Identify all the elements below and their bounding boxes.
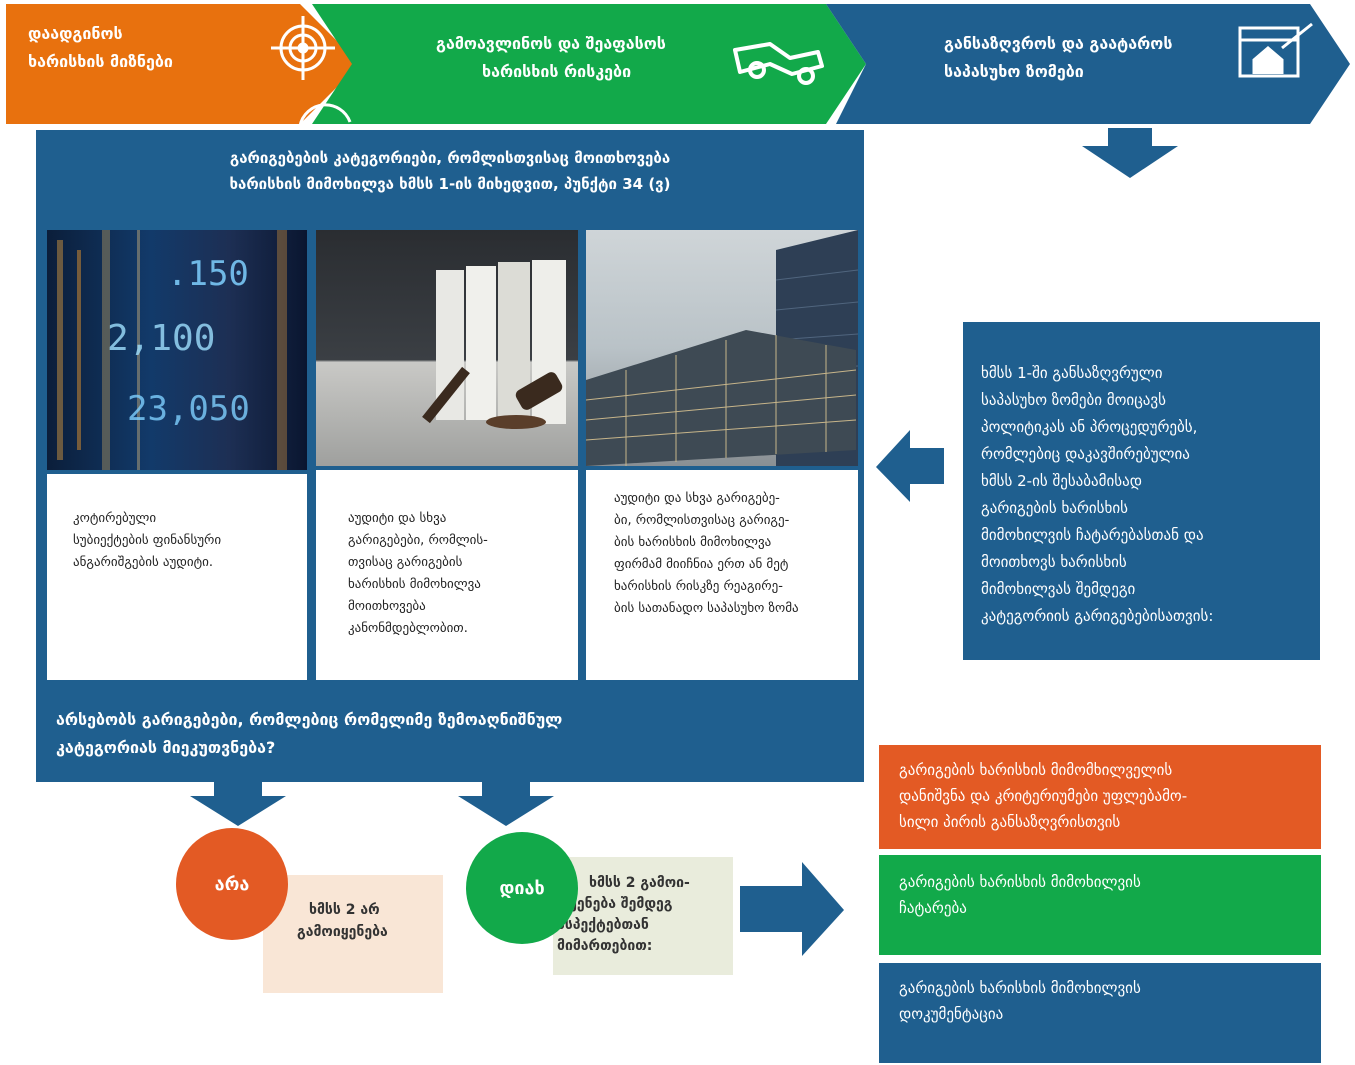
- house-chart-icon: [1238, 22, 1313, 78]
- yes-text-line: ყენება შემდეგ: [569, 896, 673, 912]
- outcome-2-line: ჩატარება: [899, 899, 967, 917]
- scope-line: ხმსს 2-ის შესაბამისად: [981, 472, 1142, 490]
- svg-text:23,050: 23,050: [127, 389, 250, 429]
- target-icon-faded: [298, 103, 352, 127]
- scope-line: საპასუხო ზომები მოიცავს: [981, 391, 1166, 409]
- card-3-line: ხარისხის რისკზე რეაგირე-: [614, 579, 783, 594]
- category-card-1: კოტირებული სუბიექტების ფინანსური ანგარიშ…: [47, 474, 307, 680]
- card-2-line: გარიგებები, რომლის-: [348, 533, 488, 548]
- binoculars-icon: [733, 42, 824, 85]
- question-line-2: კატეგორიას მიეკუთვნება?: [56, 738, 276, 757]
- no-label: არა: [214, 873, 250, 895]
- card-3-line: ბი, რომლისთვისაც გარიგე-: [614, 513, 790, 528]
- no-text-line-2: გამოიყენება: [297, 924, 388, 940]
- card-1-line: კოტირებული: [73, 511, 157, 526]
- step-1-line-2: ხარისხის მიზნები: [28, 52, 173, 71]
- step-2-line-2: ხარისხის რისკები: [482, 62, 632, 81]
- scope-line: კატეგორიის გარიგებებისათვის:: [981, 607, 1214, 625]
- outcome-1-line: სილი პირის განსაზღვრისთვის: [899, 813, 1121, 831]
- process-banner: [6, 4, 1350, 127]
- right-arrow-icon: [740, 862, 844, 956]
- outcome-2-line: გარიგების ხარისხის მიმოხილვის: [899, 873, 1141, 891]
- categories-title-line-2: ხარისხის მიმოხილვა ხმსს 1-ის მიხედვით, პ…: [229, 175, 671, 193]
- outcome-performing-review: გარიგების ხარისხის მიმოხილვის ჩატარება: [879, 855, 1321, 955]
- outcome-3-line: დოკუმენტაცია: [899, 1005, 1004, 1023]
- card-2-line: აუდიტი და სხვა: [348, 511, 447, 526]
- step-3-shape: [826, 4, 1350, 124]
- card-2-line: თვისაც გარიგების: [348, 555, 463, 570]
- card-2-line: ხარისხის მიმოხილვა: [348, 577, 481, 592]
- scope-line: რომლებიც დაკავშირებულია: [981, 445, 1190, 463]
- category-card-3: აუდიტი და სხვა გარიგებე- ბი, რომლისთვისა…: [586, 470, 858, 680]
- card-3-line: ბის სათანადო საპასუხო ზომა: [614, 601, 799, 616]
- card-2-line: მოითხოვება: [348, 599, 426, 614]
- scope-line: პოლიტიკას ან პროცედურებს,: [981, 418, 1198, 436]
- svg-text:.150: .150: [167, 254, 249, 294]
- down-arrow-icon: [190, 782, 286, 826]
- card-2-line: კანონმდებლობით.: [348, 621, 468, 636]
- yes-text-line: მიმართებით:: [557, 938, 653, 954]
- step-3-label: განსაზღვროს და გაატაროს საპასუხო ზომები: [944, 30, 1244, 86]
- stock-ticker-image: .150 2,100 23,050: [47, 230, 307, 470]
- step-1-shape: [6, 4, 360, 124]
- yes-circle: დიახ: [466, 832, 578, 944]
- categories-title: გარიგებების კატეგორიები, რომლისთვისაც მო…: [36, 145, 864, 197]
- svg-text:2,100: 2,100: [107, 318, 215, 359]
- outcome-1-line: დანიშვნა და კრიტერიუმები უფლებამო-: [899, 787, 1188, 805]
- no-text-line-1: ხმსს 2 არ: [309, 902, 380, 918]
- outcome-reviewer-appointment: გარიგების ხარისხის მიმომხილველის დანიშვნ…: [879, 745, 1321, 849]
- step-3-line-2: საპასუხო ზომები: [944, 62, 1084, 81]
- step-2-label: გამოავლინოს და შეაფასოს ხარისხის რისკები: [436, 30, 736, 86]
- scope-line: მიმოხილვას შემდეგი: [981, 580, 1136, 598]
- step-1-line-1: დაადგინოს: [28, 24, 123, 43]
- scope-info-box: ხმსს 1-ში განსაზღვრული საპასუხო ზომები მ…: [963, 322, 1320, 660]
- yes-explanation-box: ხმსს 2 გამოი- ყენება შემდეგ ასპექტებთან …: [553, 857, 733, 975]
- outcome-documentation: გარიგების ხარისხის მიმოხილვის დოკუმენტაც…: [879, 963, 1321, 1063]
- no-circle: არა: [176, 828, 288, 940]
- step-2-shape: [312, 4, 866, 124]
- category-card-2: აუდიტი და სხვა გარიგებები, რომლის- თვისა…: [316, 470, 578, 680]
- target-icon: [271, 16, 335, 80]
- step-2-line-1: გამოავლინოს და შეაფასოს: [436, 34, 666, 53]
- books-gavel-image: [316, 230, 578, 466]
- yes-label: დიახ: [499, 877, 545, 899]
- question-box: არსებობს გარიგებები, რომლებიც რომელიმე ზ…: [36, 682, 864, 782]
- scope-line: მოითხოვს ხარისხის: [981, 553, 1127, 571]
- scope-line: მიმოხილვის ჩატარებასთან და: [981, 526, 1204, 544]
- step-1-label: დაადგინოს ხარისხის მიზნები: [28, 20, 278, 76]
- yes-text-line: ასპექტებთან: [557, 917, 649, 933]
- card-1-line: სუბიექტების ფინანსური: [73, 533, 222, 548]
- down-arrow-icon: [1082, 128, 1178, 178]
- scope-line: ხმსს 1-ში განსაზღვრული: [981, 364, 1163, 382]
- left-arrow-icon: [876, 430, 944, 502]
- card-3-line: აუდიტი და სხვა გარიგებე-: [614, 491, 780, 506]
- card-1-line: ანგარიშგების აუდიტი.: [73, 555, 214, 570]
- outcome-3-line: გარიგების ხარისხის მიმოხილვის: [899, 979, 1141, 997]
- step-3-line-1: განსაზღვროს და გაატაროს: [944, 34, 1173, 53]
- categories-title-line-1: გარიგებების კატეგორიები, რომლისთვისაც მო…: [229, 149, 671, 167]
- modern-building-image: [586, 230, 858, 466]
- outcome-1-line: გარიგების ხარისხის მიმომხილველის: [899, 761, 1173, 779]
- question-line-1: არსებობს გარიგებები, რომლებიც რომელიმე ზ…: [56, 710, 563, 729]
- down-arrow-icon: [458, 782, 554, 826]
- card-3-line: ბის ხარისხის მიმოხილვა: [614, 535, 772, 550]
- yes-text-line: ხმსს 2 გამოი-: [589, 875, 690, 891]
- scope-line: გარიგების ხარისხის: [981, 499, 1128, 517]
- card-3-line: ფირმამ მიიჩნია ერთ ან მეტ: [614, 557, 789, 572]
- no-explanation-box: ხმსს 2 არ გამოიყენება: [263, 875, 443, 993]
